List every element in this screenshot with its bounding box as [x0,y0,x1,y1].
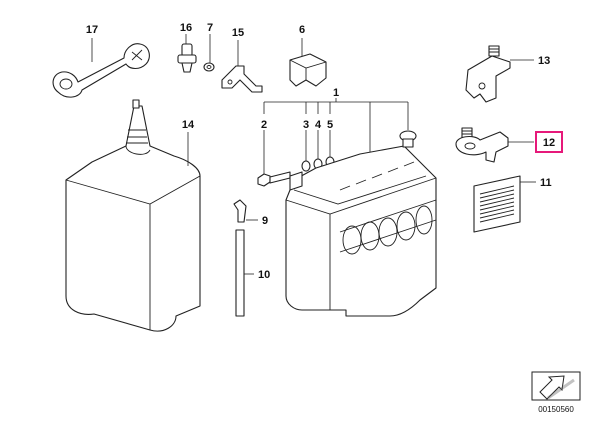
part-7-washer[interactable] [203,62,215,72]
sheet-number: 00150560 [538,405,574,414]
callout-1: 1 [333,87,339,99]
part-1-battery[interactable] [285,130,437,317]
callout-17: 17 [86,24,98,36]
part-9-elbow-fitting[interactable] [233,199,247,223]
part-11-label-sticker[interactable] [473,175,521,233]
part-12-terminal-clamp[interactable] [455,127,509,163]
callout-6: 6 [299,24,305,36]
callout-9: 9 [262,215,268,227]
part-14-canister[interactable] [65,99,201,332]
callout-14: 14 [182,119,195,131]
part-15-bracket[interactable] [221,65,263,93]
part-10-vent-hose[interactable] [235,229,245,317]
callout-12[interactable]: 12 [543,137,555,149]
part-13-terminal-clamp[interactable] [465,45,511,103]
callout-15: 15 [232,27,244,39]
part-2-bolt[interactable] [257,171,291,187]
callout-2: 2 [261,119,267,131]
callout-3: 3 [303,119,309,131]
part-6-cover[interactable] [289,53,327,87]
part-16-valve[interactable] [177,43,197,73]
callout-13: 13 [538,55,550,67]
part-17-wrench[interactable] [52,43,150,98]
callout-7: 7 [207,22,213,34]
callout-4: 4 [315,119,322,131]
callout-11: 11 [540,177,552,189]
direction-arrow-icon [531,371,581,401]
callout-5: 5 [327,119,333,131]
leader-lines [91,34,536,275]
part-3-washer[interactable] [301,160,311,172]
callout-10: 10 [258,269,270,281]
highlight-box [535,131,563,153]
callout-16: 16 [180,22,192,34]
